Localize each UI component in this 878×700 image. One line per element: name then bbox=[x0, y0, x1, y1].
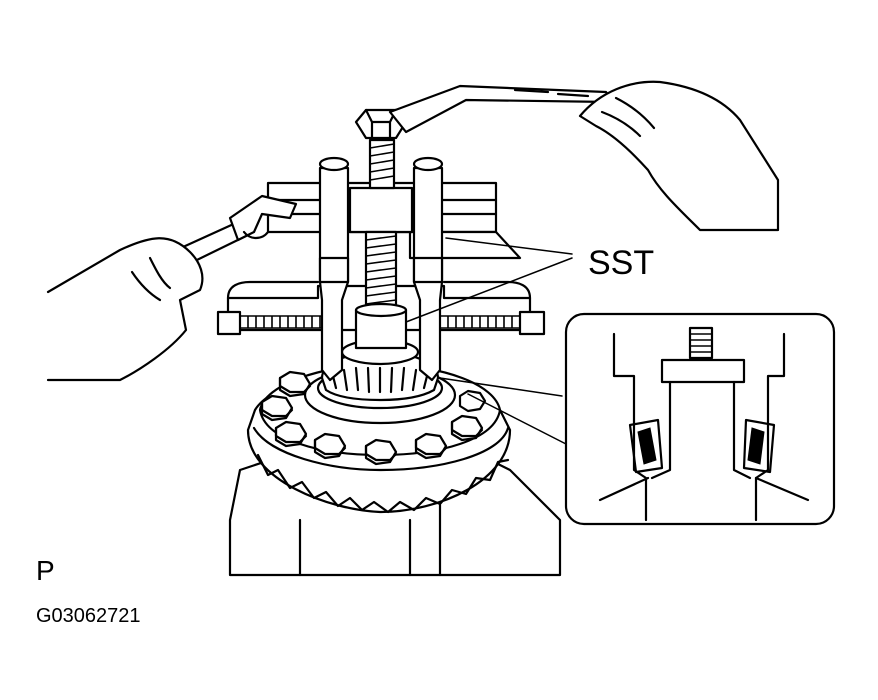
bolt-head bbox=[274, 420, 308, 448]
bolt-head bbox=[278, 370, 312, 398]
bolt-head bbox=[313, 432, 347, 460]
bolt-head bbox=[364, 438, 398, 466]
right-hand bbox=[578, 80, 780, 232]
sst-label: SST bbox=[588, 244, 654, 282]
bolt-head bbox=[260, 394, 294, 422]
sst-leader-lines bbox=[405, 237, 573, 323]
puller-legs bbox=[318, 156, 444, 382]
puller-center-screw bbox=[348, 108, 414, 350]
left-hand bbox=[46, 237, 204, 382]
bolt-head bbox=[458, 389, 487, 413]
bolt-head bbox=[414, 432, 448, 460]
figure-id-label: G03062721 bbox=[36, 605, 141, 627]
view-code-label: P bbox=[36, 555, 55, 586]
box-wrench bbox=[388, 84, 614, 134]
detail-inset bbox=[439, 312, 836, 526]
ring-gear-bolts bbox=[260, 370, 487, 466]
bolt-head bbox=[450, 414, 484, 442]
